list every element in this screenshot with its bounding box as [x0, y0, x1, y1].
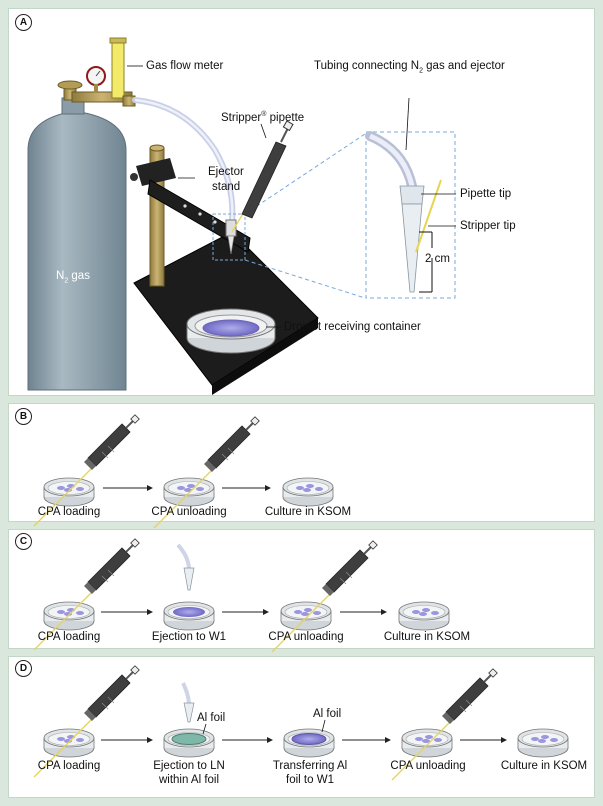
step-label: Culture in KSOM	[383, 631, 471, 643]
stripper-tip-label: Stripper tip	[460, 220, 516, 232]
panel-b-graphics	[33, 413, 334, 529]
step-label: CPA loading	[37, 506, 101, 518]
stripper-pipette-label: Stripper® pipette	[221, 111, 305, 124]
step-label: within Al foil	[158, 774, 220, 786]
ejector-stand-label-2: stand	[212, 181, 241, 193]
al-foil-label-1: Al foil	[197, 712, 226, 724]
step-label: foil to W1	[286, 774, 334, 786]
pipette-tip-label: Pipette tip	[460, 188, 512, 200]
step-label: Transferring Al	[272, 760, 348, 772]
panel-a-apparatus	[27, 37, 456, 395]
step-label: Ejection to W1	[151, 631, 227, 643]
panel-b-badge: B	[15, 408, 32, 425]
distance-label: 2 cm	[425, 253, 450, 265]
tubing-label: Tubing connecting N2 gas and ejector	[314, 60, 505, 75]
panel-a-badge: A	[15, 14, 32, 31]
step-label: CPA unloading	[151, 506, 227, 518]
panel-c-graphics	[33, 537, 450, 653]
step-label: CPA unloading	[268, 631, 344, 643]
step-label: Culture in KSOM	[500, 760, 588, 772]
al-foil-label-2: Al foil	[313, 708, 342, 720]
step-label: Culture in KSOM	[264, 506, 352, 518]
panel-d-badge: D	[15, 660, 32, 677]
step-label: CPA unloading	[390, 760, 466, 772]
n2-gas-label: N2 gas	[56, 270, 90, 285]
panel-c-badge: C	[15, 533, 32, 550]
step-label: CPA loading	[37, 760, 101, 772]
droplet-container-label: Droplet receiving container	[284, 321, 421, 333]
panel-d-graphics	[33, 664, 569, 781]
gas-flow-meter-label: Gas flow meter	[146, 60, 224, 72]
step-label: Ejection to LN	[153, 760, 225, 772]
step-label: CPA loading	[37, 631, 101, 643]
ejector-stand-label-1: Ejector	[208, 166, 244, 178]
